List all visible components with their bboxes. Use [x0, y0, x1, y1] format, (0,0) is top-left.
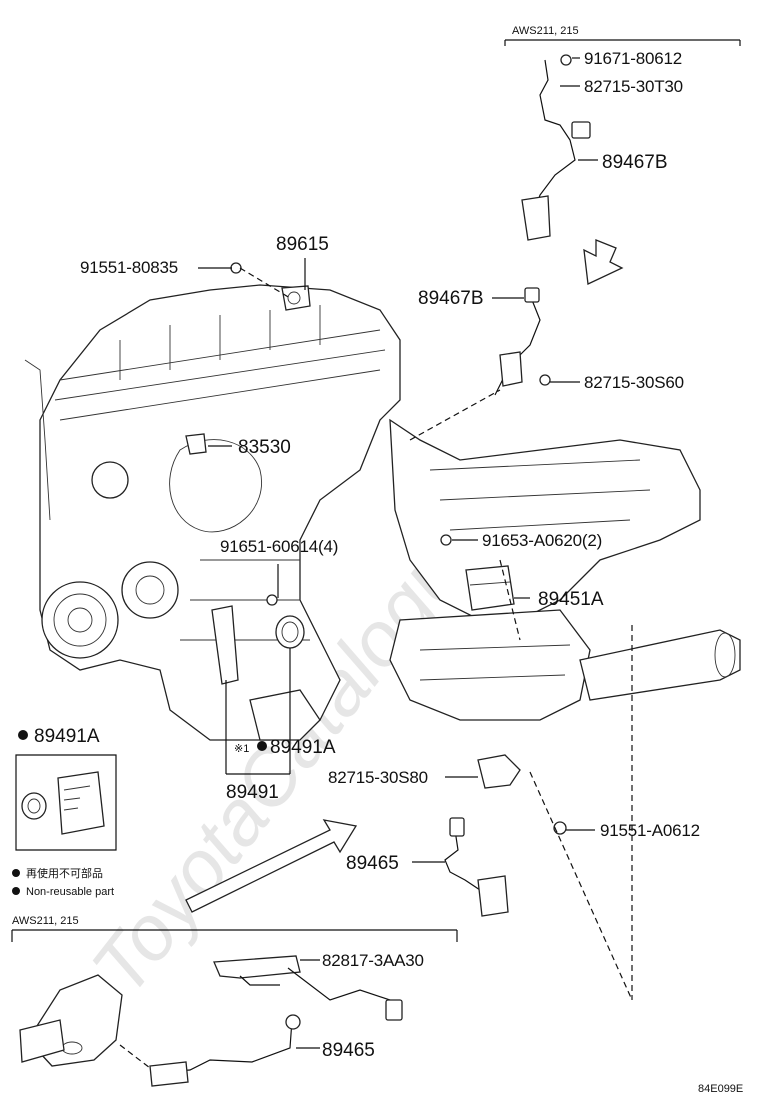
label-89467B-top: 89467B [602, 152, 668, 173]
knock-sensor-89491 [211, 594, 305, 685]
legend-text-en: Non-reusable part [26, 886, 114, 898]
engine-block [24, 284, 401, 741]
label-91651-60614: 91651-60614(4) [220, 537, 338, 556]
bottom-inset [11, 929, 458, 1087]
label-89467B-mid: 89467B [418, 288, 484, 309]
leader-lines [198, 39, 741, 1001]
oil-pressure-switch-83530 [185, 433, 207, 455]
label-mark-1: ※1 [234, 743, 249, 755]
air-fuel-sensor-89451A [440, 534, 515, 611]
legend-text-jp: 再使用不可部品 [26, 866, 103, 880]
label-91551-A0612: 91551-A0612 [600, 821, 700, 840]
legend-box-89491A [15, 730, 117, 851]
legend-dot-en [12, 887, 20, 895]
label-82715-30T30: 82715-30T30 [584, 77, 683, 96]
label-89491A-main: 89491A [270, 737, 336, 758]
label-aws-top: AWS211, 215 [512, 25, 579, 37]
label-89491: 89491 [226, 782, 279, 803]
oxygen-sensor-top [521, 54, 591, 241]
label-82715-30S80: 82715-30S80 [328, 768, 428, 787]
label-89491A-box: 89491A [34, 726, 100, 747]
label-82817-3AA30: 82817-3AA30 [322, 951, 424, 970]
direction-arrow [185, 819, 358, 913]
cam-sensor-89615 [230, 262, 311, 311]
label-83530: 83530 [238, 437, 291, 458]
figure-code: 84E099E [698, 1083, 743, 1095]
label-aws-bottom: AWS211, 215 [12, 915, 79, 927]
nonreusable-dot [257, 741, 267, 751]
label-91653-A0620: 91653-A0620(2) [482, 531, 602, 550]
label-89465-mid: 89465 [346, 853, 399, 874]
exhaust-manifold [389, 418, 741, 721]
label-89615: 89615 [276, 234, 329, 255]
oxygen-sensor-89465-mid [444, 754, 567, 917]
label-82715-30S60: 82715-30S60 [584, 373, 684, 392]
legend-dot-jp [12, 869, 20, 877]
label-91551-80835: 91551-80835 [80, 258, 178, 277]
oxygen-sensor-mid [494, 287, 551, 396]
label-89451A: 89451A [538, 589, 604, 610]
label-89465-bottom: 89465 [322, 1040, 375, 1061]
label-91671-80612: 91671-80612 [584, 49, 682, 68]
